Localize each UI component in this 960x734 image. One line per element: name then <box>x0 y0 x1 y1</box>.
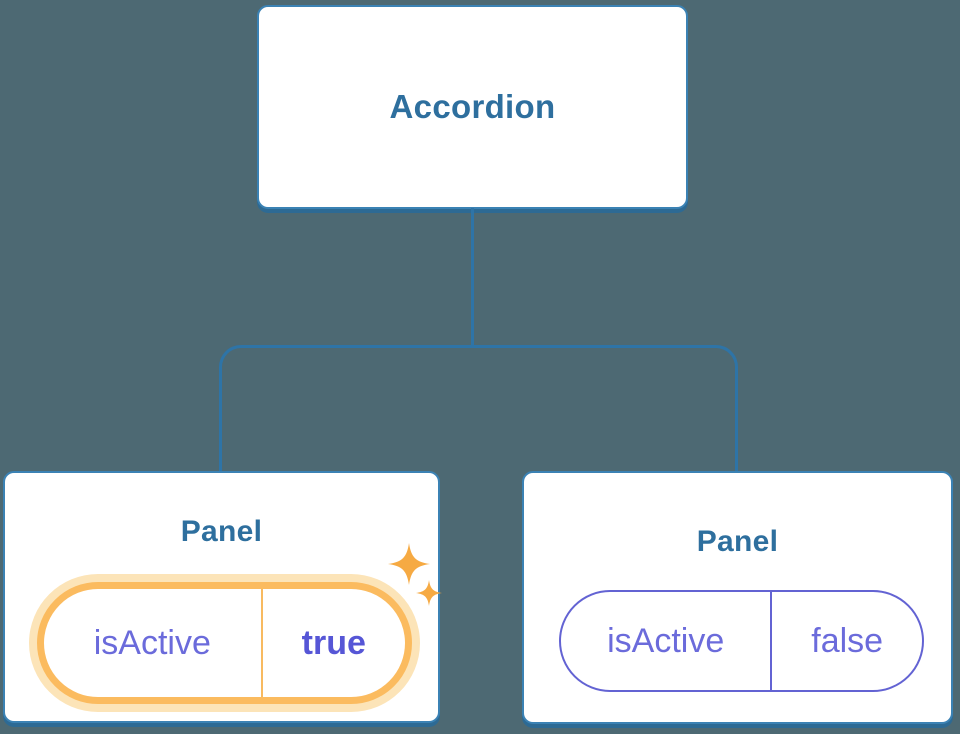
state-key: isActive <box>44 589 263 697</box>
panel-node-active: Panel isActive true <box>3 471 442 723</box>
state-pill-active: isActive true <box>37 582 412 704</box>
connector-branch-lines <box>219 345 738 472</box>
state-value: true <box>301 623 366 662</box>
accordion-node: Accordion <box>257 5 688 209</box>
sparkles-icon <box>388 543 442 606</box>
accordion-label: Accordion <box>389 88 556 125</box>
state-pill-inactive: isActive false <box>559 590 924 692</box>
panel-node-inactive: Panel isActive false <box>522 471 953 724</box>
state-value: false <box>811 621 884 660</box>
state-key: isActive <box>561 592 773 690</box>
panel-title: Panel <box>180 515 263 548</box>
connector-trunk-line <box>471 208 474 348</box>
panel-title: Panel <box>696 525 779 558</box>
